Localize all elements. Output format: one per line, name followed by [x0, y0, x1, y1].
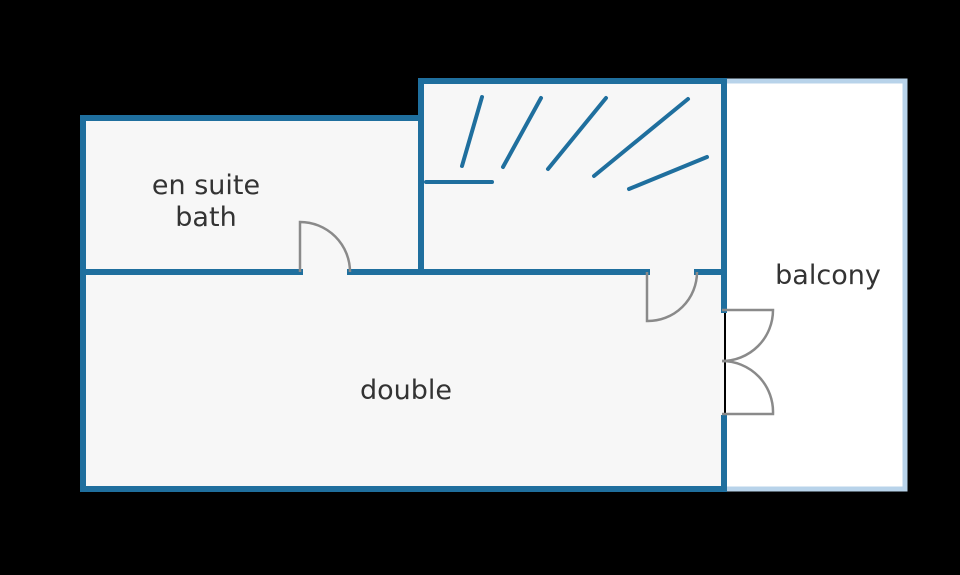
stair-tread: [627, 155, 709, 191]
walls: [80, 78, 727, 492]
balcony-label: balcony: [775, 260, 881, 291]
en-suite-label: en suite: [152, 170, 260, 201]
balcony-door-lower: [721, 359, 775, 416]
outer-wall: [80, 115, 727, 492]
stair-tread: [546, 96, 608, 171]
stair-door: [645, 271, 699, 323]
balcony-floor: [726, 80, 906, 490]
stair-tread: [460, 95, 484, 168]
double-label: double: [360, 375, 452, 406]
double-room-floor: [83, 272, 724, 488]
top-wall: [80, 78, 727, 275]
stair-tread: [501, 96, 543, 169]
balcony-door-upper: [721, 308, 775, 363]
bath-label: bath: [175, 202, 236, 233]
stair-tread: [592, 97, 690, 178]
balcony-outline: [726, 78, 908, 492]
doors: [298, 220, 775, 416]
stairs: [424, 95, 709, 191]
bath-door: [298, 220, 352, 273]
en-suite-bath-floor: [83, 118, 421, 272]
